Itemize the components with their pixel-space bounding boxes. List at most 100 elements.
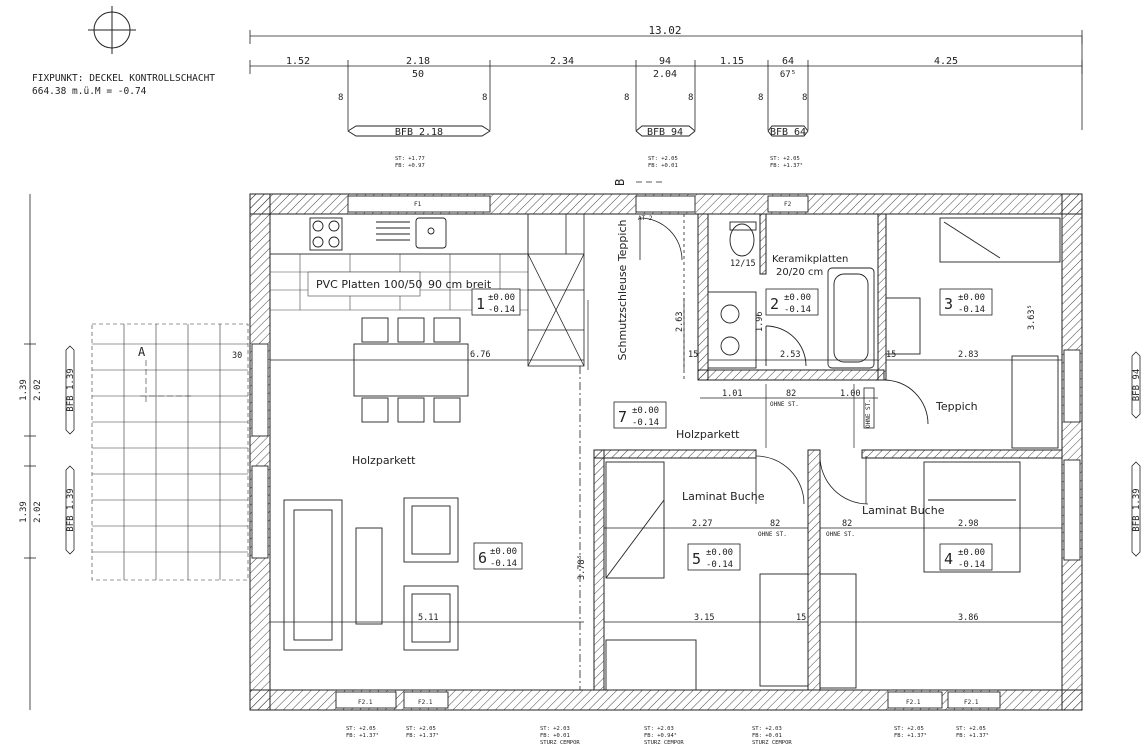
window-label-f21-c: F2.1 bbox=[906, 699, 921, 706]
dim-8-e: 8 bbox=[758, 93, 763, 103]
room-1-number: 1 bbox=[476, 295, 485, 313]
hall-doors bbox=[755, 387, 875, 505]
inner-dim-1-00: 1.00 bbox=[840, 389, 860, 399]
top-dimension-chain bbox=[249, 30, 1083, 130]
room-6-number: 6 bbox=[478, 549, 487, 567]
window-label-f21-d: F2.1 bbox=[964, 699, 979, 706]
dim-4-25: 4.25 bbox=[934, 56, 958, 67]
sill-bottom-4-fb: FB: +0.94⁵ bbox=[644, 732, 677, 739]
dim-50: 50 bbox=[412, 69, 424, 80]
sill-bottom-1-fb: FB: +1.37⁵ bbox=[346, 732, 379, 739]
north-arrow-icon bbox=[88, 6, 136, 54]
room-3-level-bottom: -0.14 bbox=[958, 305, 985, 315]
inner-dim-2-27: 2.27 bbox=[692, 519, 712, 529]
sill-top-2-st: ST: +2.05 bbox=[648, 156, 678, 162]
fixpoint-note: FIXPUNKT: DECKEL KONTROLLSCHACHT 664.38 … bbox=[32, 72, 215, 98]
left-dim-2-02-a: 2.02 bbox=[33, 379, 43, 401]
fixpoint-line-2: 664.38 m.ü.M = -0.74 bbox=[32, 86, 147, 97]
bathroom-fixtures bbox=[707, 221, 875, 369]
material-schmutzschleuse: Schmutzschleuse Teppich bbox=[616, 219, 629, 360]
room-5-level-bottom: -0.14 bbox=[706, 560, 733, 570]
sill-top-2-fb: FB: +0.01 bbox=[648, 163, 678, 169]
inner-dim-15-b: 15 bbox=[886, 350, 896, 360]
eight-markers: 8 8 8 8 8 8 bbox=[338, 93, 807, 103]
inner-dim-3-86: 3.86 bbox=[958, 613, 978, 623]
material-pvc: PVC Platten 100/50 bbox=[316, 278, 422, 291]
sill-bottom-2-fb: FB: +1.37⁵ bbox=[406, 732, 439, 739]
material-teppich: Teppich bbox=[935, 400, 978, 413]
room-7-number: 7 bbox=[618, 408, 627, 426]
room-5-number: 5 bbox=[692, 550, 701, 568]
inner-dim-6-76: 6.76 bbox=[470, 350, 490, 360]
sill-bottom-4-st: ST: +2.03 bbox=[644, 726, 674, 732]
inner-dimension-lines bbox=[270, 298, 1062, 623]
sill-bottom-7-st: ST: +2.05 bbox=[956, 726, 986, 732]
inner-dim-1-96: 1.96 bbox=[755, 312, 765, 332]
dim-94: 94 bbox=[659, 56, 671, 67]
right-bfb-2: BFB 1.39 bbox=[1132, 488, 1142, 531]
room-4-level-top: ±0.00 bbox=[958, 548, 985, 558]
dim-2-04: 2.04 bbox=[653, 69, 677, 80]
inner-dim-ohne-st-1: OHNE ST. bbox=[770, 401, 799, 408]
sill-bottom-3-st: ST: +2.03 bbox=[540, 726, 570, 732]
sill-notes-bottom: ST: +2.05 FB: +1.37⁵ ST: +2.05 FB: +1.37… bbox=[346, 726, 989, 746]
sill-bottom-2-st: ST: +2.05 bbox=[406, 726, 436, 732]
bedroom-3-furniture bbox=[883, 217, 1061, 449]
window-label-f21-a: F2.1 bbox=[358, 699, 373, 706]
dim-2-18: 2.18 bbox=[406, 56, 430, 67]
material-laminat-5: Laminat Buche bbox=[682, 490, 765, 503]
left-bfb-1: BFB 1.39 bbox=[66, 368, 76, 411]
section-a-label: A bbox=[138, 345, 146, 359]
terrace-grid bbox=[91, 323, 249, 581]
bedroom-4-furniture bbox=[819, 461, 1021, 689]
sill-bottom-3-fb: FB: +0.01 bbox=[540, 733, 570, 739]
room-2-level-bottom: -0.14 bbox=[784, 305, 811, 315]
room-4-number: 4 bbox=[944, 550, 953, 568]
inner-dim-15-a: 15 bbox=[688, 350, 698, 360]
room-7-level-bottom: -0.14 bbox=[632, 418, 659, 428]
sill-top-1-fb: FB: +0.97 bbox=[395, 163, 425, 169]
inner-dim-30: 30 bbox=[232, 351, 242, 361]
room-6-level-top: ±0.00 bbox=[490, 547, 517, 557]
bfb-top-3: BFB 64 bbox=[770, 127, 806, 138]
inner-dim-3-63: 3.63⁵ bbox=[1027, 304, 1037, 330]
inner-dim-3-78: 3.78⁵ bbox=[577, 554, 587, 580]
left-bfb-2: BFB 1.39 bbox=[66, 488, 76, 531]
inner-dim-ohne-st-2: OHNE ST. bbox=[865, 399, 872, 428]
room-3-number: 3 bbox=[944, 295, 953, 313]
room-1-level-top: ±0.00 bbox=[488, 293, 515, 303]
material-holz-living: Holzparkett bbox=[352, 454, 416, 467]
dim-8-c: 8 bbox=[624, 93, 629, 103]
dim-8-f: 8 bbox=[802, 93, 807, 103]
sill-bottom-6-st: ST: +2.05 bbox=[894, 726, 924, 732]
inner-dim-12-15: 12/15 bbox=[730, 259, 756, 269]
material-holz-hall: Holzparkett bbox=[676, 428, 740, 441]
section-marker-b: B bbox=[613, 179, 664, 186]
room-3-level-top: ±0.00 bbox=[958, 293, 985, 303]
sill-bottom-4-extra: STURZ CEMPOR bbox=[644, 740, 684, 746]
bfb-top-2: BFB 94 bbox=[647, 127, 683, 138]
room-5-level-top: ±0.00 bbox=[706, 548, 733, 558]
sill-bottom-1-st: ST: +2.05 bbox=[346, 726, 376, 732]
inner-dim-2-83: 2.83 bbox=[958, 350, 978, 360]
material-kera-2: 20/20 cm bbox=[776, 267, 823, 278]
dim-2-34: 2.34 bbox=[550, 56, 574, 67]
left-dimension-chain bbox=[24, 194, 75, 710]
inner-dim-2-63: 2.63 bbox=[675, 312, 685, 332]
inner-dim-82-b: 82 bbox=[770, 519, 780, 529]
left-dim-1-39-b: 1.39 bbox=[19, 501, 29, 523]
material-pvc-width: 90 cm breit bbox=[428, 278, 492, 291]
dim-total: 13.02 bbox=[648, 24, 681, 37]
inner-dim-ohne-st-3: OHNE ST. bbox=[758, 531, 787, 538]
left-dimension-texts: 1.39 2.02 1.39 2.02 BFB 1.39 BFB 1.39 bbox=[19, 368, 76, 531]
room-6-level-bottom: -0.14 bbox=[490, 559, 517, 569]
room-4-level-bottom: -0.14 bbox=[958, 560, 985, 570]
dim-67-5: 67⁵ bbox=[780, 70, 796, 80]
sill-bottom-7-fb: FB: +1.37⁵ bbox=[956, 732, 989, 739]
window-label-f1: F1 bbox=[414, 201, 422, 208]
sill-top-3-fb: FB: +1.37⁵ bbox=[770, 162, 803, 169]
inner-dim-3-15: 3.15 bbox=[694, 613, 714, 623]
dim-8-a: 8 bbox=[338, 93, 343, 103]
sill-top-3-st: ST: +2.05 bbox=[770, 156, 800, 162]
